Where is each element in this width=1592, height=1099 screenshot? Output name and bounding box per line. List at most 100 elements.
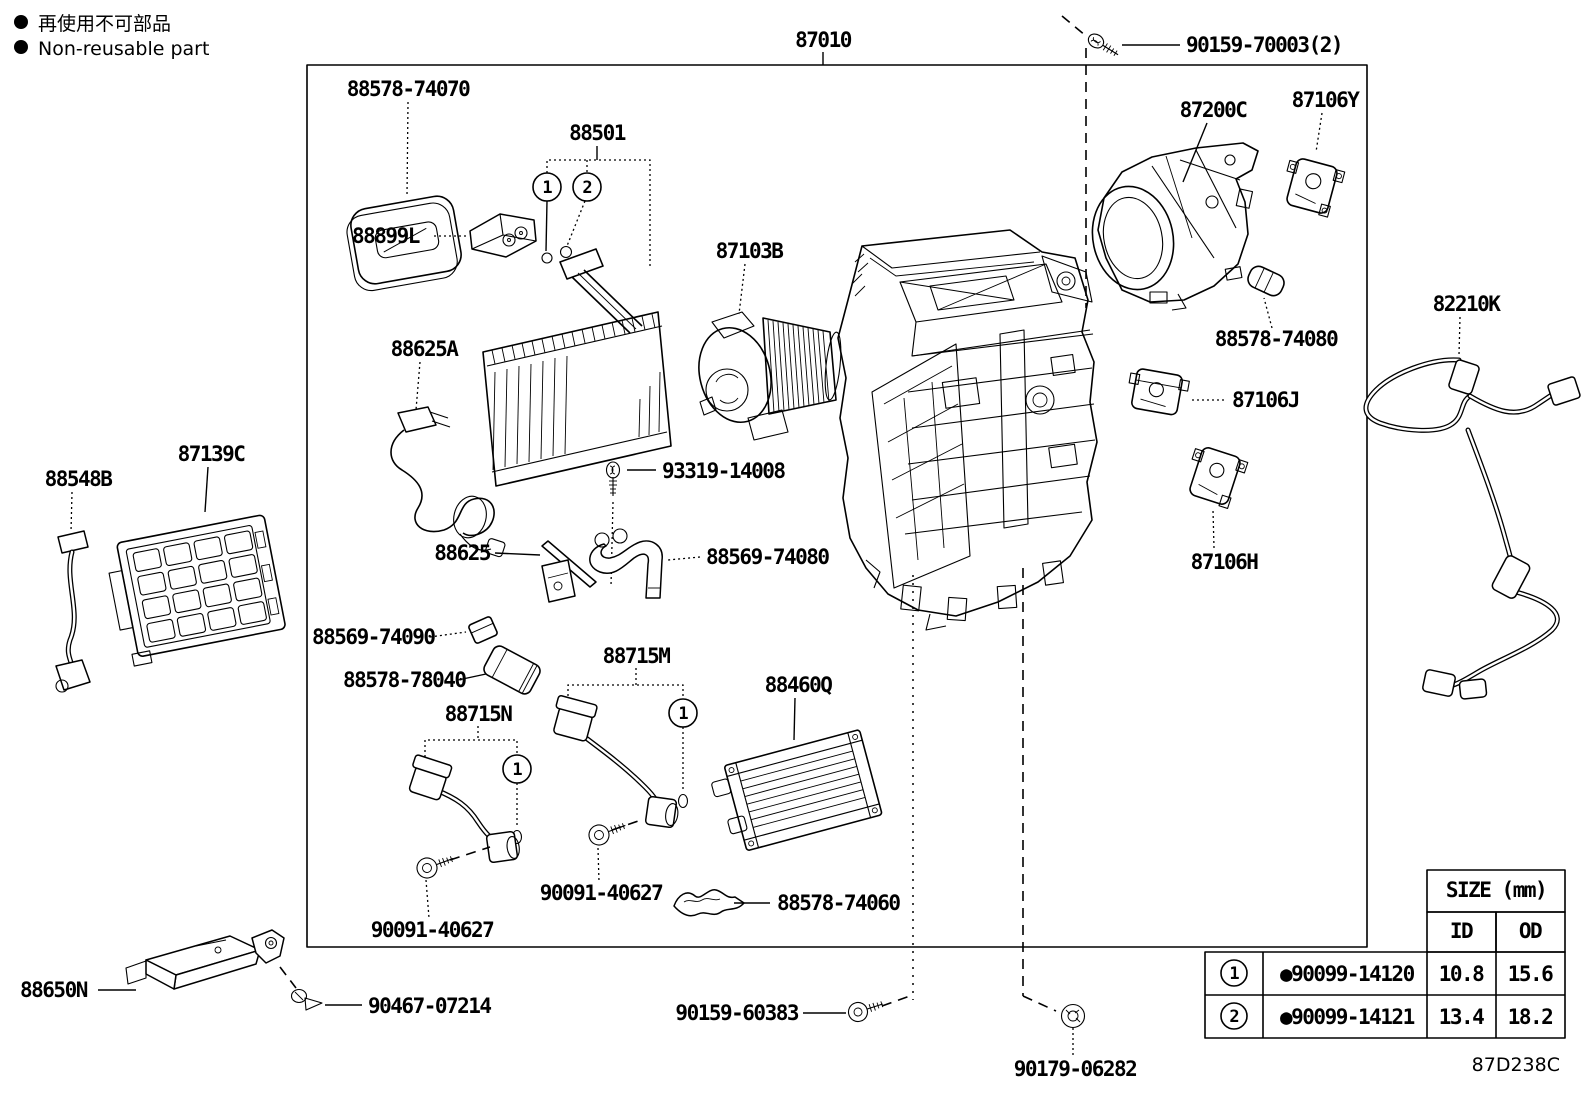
ref-marker-2: [572, 172, 602, 202]
filter-drawing: [108, 514, 286, 667]
o-ring-drawing: [677, 793, 689, 809]
nut-icon: [1060, 1003, 1086, 1029]
pipe-clamp-drawing: [589, 528, 663, 599]
screw-icon: [605, 461, 621, 496]
o-ring-drawing: [541, 252, 553, 264]
callout-88578-78040: 88578-78040: [343, 645, 541, 695]
sensor-rod-drawing: [541, 540, 597, 603]
part-label-90091-40627: 90091-40627: [371, 918, 494, 942]
part-label-90467-07214: 90467-07214: [368, 994, 491, 1018]
part-label-88578-74080: 88578-74080: [1215, 327, 1338, 351]
callout-87106J: 87106J: [1128, 368, 1300, 416]
part-label-90091-40627: 90091-40627: [540, 881, 663, 905]
part-label-88625: 88625: [434, 541, 491, 565]
callout-88578-74080: 88578-74080: [1215, 265, 1340, 351]
screw-icon: [588, 823, 626, 846]
part-label-87200C: 87200C: [1180, 98, 1248, 122]
callout-87106Y: 87106Y: [1286, 88, 1362, 218]
suction-pipe-drawing: [553, 695, 679, 829]
gasket-drawing: [673, 889, 745, 917]
callout-90179-06282: 90179-06282: [1014, 1003, 1138, 1081]
part-label-88715N: 88715N: [445, 702, 513, 726]
screw-icon: [416, 856, 454, 879]
ref-marker-1-label: 1: [542, 178, 552, 198]
size-table-row: 2 ●90099-14121 13.4 18.2: [1220, 1002, 1554, 1030]
part-label-82210K: 82210K: [1433, 292, 1502, 316]
non-reusable-bullet-icon: [14, 40, 28, 54]
aspirator-drawing: [469, 213, 537, 258]
size-table-col-id: ID: [1450, 919, 1473, 943]
row-part-number: ●90099-14120: [1280, 962, 1415, 986]
part-label-87103B: 87103B: [716, 239, 784, 263]
part-label-88578-74060: 88578-74060: [777, 891, 900, 915]
part-label-87106J: 87106J: [1232, 388, 1299, 412]
part-label-88569-74090: 88569-74090: [312, 625, 435, 649]
part-label-88899L: 88899L: [352, 224, 420, 248]
part-label-88569-74080: 88569-74080: [706, 545, 829, 569]
callout-88899L: 88899L: [352, 213, 537, 258]
duct-bushing-drawing: [483, 645, 541, 695]
part-label-88460Q: 88460Q: [765, 673, 833, 697]
row-part-number: ●90099-14121: [1280, 1005, 1415, 1029]
non-reusable-bullet-icon: [14, 15, 28, 29]
row-od-value: 18.2: [1508, 1005, 1553, 1029]
servo-motor-drawing: [1128, 368, 1190, 416]
servo-motor-drawing: [1286, 158, 1346, 218]
heater-core-drawing: [711, 729, 883, 851]
size-table-row: 1 ●90099-14120 10.8 15.6: [1220, 959, 1555, 987]
clip-drawing: [468, 616, 498, 644]
blower-housing-drawing: [1091, 142, 1259, 311]
diagram-border-box: [306, 64, 1368, 948]
callout-87010: 87010: [795, 28, 853, 65]
legend-english: Non-reusable part: [38, 38, 209, 60]
size-table-col-od: OD: [1519, 919, 1542, 943]
ref-marker-1: [1220, 959, 1248, 987]
heater-case-drawing: [837, 229, 1098, 631]
ref-marker-2-label: 2: [582, 178, 591, 198]
callout-93319-14008: 93319-14008: [605, 459, 787, 587]
callout-88569-74090: 88569-74090: [312, 616, 498, 649]
callout-88715N: 88715N 1 90091-40627: [371, 702, 532, 942]
row-od-value: 15.6: [1508, 962, 1553, 986]
thermistor-drawing: [390, 406, 506, 558]
screw-icon: [1087, 33, 1119, 56]
o-ring-drawing: [559, 245, 573, 259]
wiring-harness-drawing: [1363, 357, 1581, 700]
row-id-value: 13.4: [1439, 1005, 1484, 1029]
part-label-88578-78040: 88578-78040: [343, 668, 466, 692]
callout-88578-74070: 88578-74070: [346, 77, 472, 292]
part-label-90159-60383: 90159-60383: [675, 1001, 798, 1025]
blower-motor-drawing: [698, 311, 842, 441]
row-ref: 2: [1229, 1007, 1238, 1027]
size-table-title: SIZE (mm): [1446, 878, 1546, 902]
callout-88501: 88501 1 2: [482, 121, 672, 487]
callout-88650N: 88650N 90467-07214: [20, 929, 493, 1018]
amplifier-drawing: [125, 929, 285, 990]
clip-icon: [290, 988, 323, 1011]
callout-87200C: 87200C: [1091, 98, 1259, 311]
callout-87139C: 87139C: [108, 442, 286, 667]
callout-88715M: 88715M 1 90091-40627: [540, 644, 698, 905]
legend: 再使用不可部品 Non-reusable part: [14, 13, 209, 60]
part-label-87106Y: 87106Y: [1292, 88, 1361, 112]
part-label-87106H: 87106H: [1191, 550, 1259, 574]
part-label-88625A: 88625A: [391, 337, 460, 361]
callout-88569-74080: 88569-74080: [589, 528, 831, 599]
callout-88578-74060: 88578-74060: [673, 889, 902, 917]
packing-strip-drawing: [55, 530, 91, 693]
diagram-code: 87D238C: [1472, 1054, 1560, 1076]
part-label-88548B: 88548B: [45, 467, 113, 491]
callout-87103B: 87103B: [698, 239, 842, 441]
ref-marker-1-label: 1: [512, 760, 522, 780]
row-id-value: 10.8: [1439, 962, 1484, 986]
part-label-88715M: 88715M: [603, 644, 671, 668]
row-ref: 1: [1229, 964, 1239, 984]
size-table: SIZE (mm) ID OD 1 ●90099-14120 10.8 15.6…: [1204, 869, 1566, 1039]
part-label-87010: 87010: [795, 28, 852, 52]
part-label-88578-74070: 88578-74070: [347, 77, 470, 101]
part-label-88501: 88501: [569, 121, 626, 145]
screw-icon: [847, 1001, 884, 1023]
liquid-pipe-drawing: [408, 754, 520, 864]
grommet-drawing: [346, 195, 462, 292]
callout-90159-70003: 90159-70003(2): [1061, 15, 1344, 308]
